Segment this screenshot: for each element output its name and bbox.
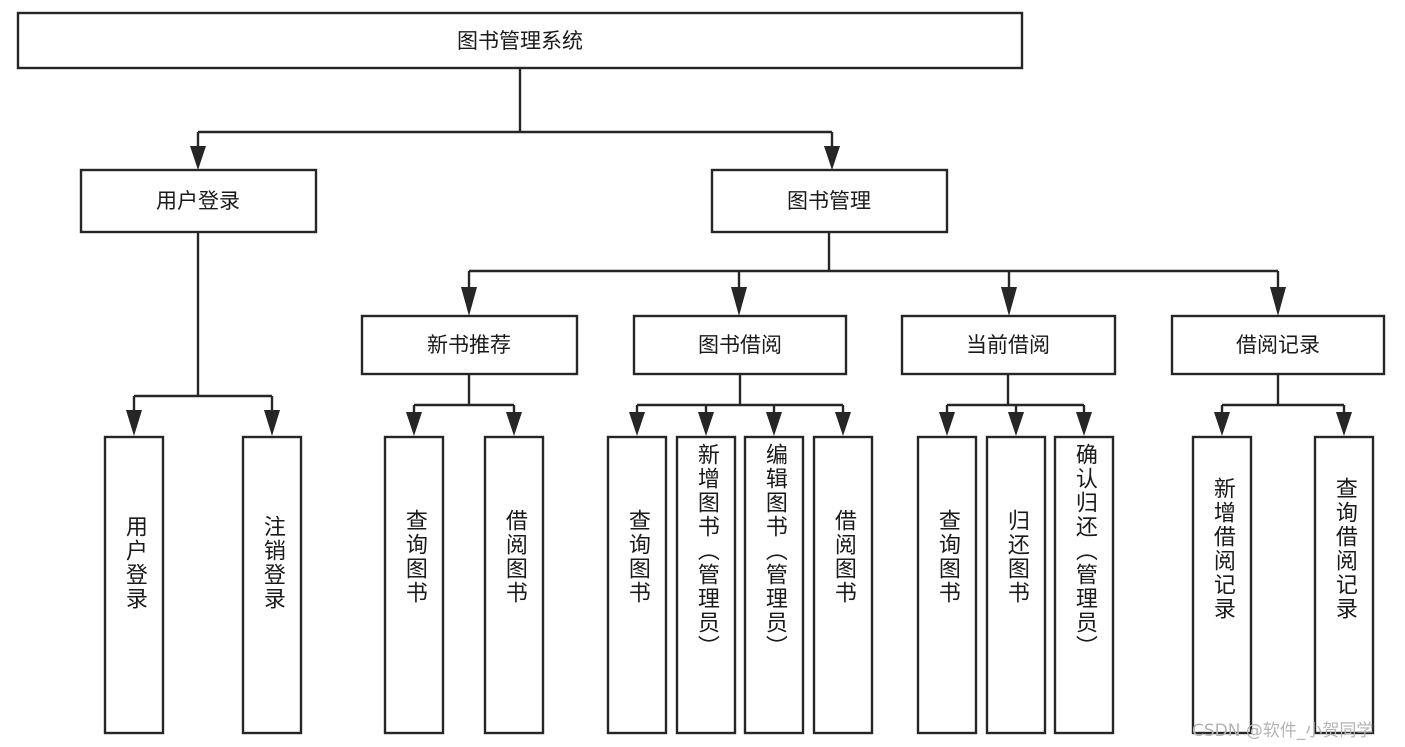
user-login-label: 用户登录 (156, 189, 240, 213)
connector-borrow-record-to-leaves (1214, 374, 1352, 436)
arrow-to-book-manage (824, 146, 840, 170)
arrow-to-leaf-add-record (1214, 412, 1230, 436)
node-root[interactable]: 图书管理系统 (16, 11, 1024, 70)
leaf-box-query-record[interactable] (1313, 435, 1375, 735)
current-borrow-box (900, 314, 1117, 376)
arrow-to-leaf-query-record (1336, 412, 1352, 436)
arrow-to-leaf-user-login (126, 410, 142, 436)
connector-root-to-level2 (190, 68, 840, 170)
arrow-to-user-login (190, 146, 206, 170)
arrow-to-leaf-return-book (1008, 412, 1024, 436)
arrow-to-book-borrow (731, 287, 747, 316)
arrow-to-leaf-borrow-book-2 (835, 412, 851, 436)
leaf-box-add-record[interactable] (1191, 435, 1253, 735)
arrow-to-leaf-confirm-return (1076, 412, 1092, 436)
leaf-box-return-book[interactable] (985, 435, 1047, 735)
arrow-to-new-book-recommend (461, 287, 477, 316)
leaf-box-query-book-2[interactable] (606, 435, 668, 735)
leaf-box-query-book-1[interactable] (383, 435, 445, 735)
leaf-box-confirm-return[interactable] (1053, 435, 1115, 735)
node-book-borrow[interactable]: 图书借阅 (632, 314, 848, 376)
leaf-box-borrow-book-2[interactable] (812, 435, 874, 735)
arrow-to-leaf-query-book-1 (406, 412, 422, 436)
user-login-box (79, 168, 318, 234)
borrow-record-label: 借阅记录 (1236, 333, 1320, 357)
book-manage-label: 图书管理 (787, 189, 871, 213)
leaf-box-borrow-book-1[interactable] (483, 435, 545, 735)
leaf-box-user-login[interactable] (103, 435, 165, 735)
arrow-to-leaf-borrow-book-1 (506, 412, 522, 436)
arrow-to-leaf-logout-login (264, 410, 280, 436)
arrow-to-leaf-add-book (698, 412, 714, 436)
leaf-box-query-book-3[interactable] (916, 435, 978, 735)
node-current-borrow[interactable]: 当前借阅 (900, 314, 1117, 376)
node-borrow-record[interactable]: 借阅记录 (1170, 314, 1386, 376)
arrow-to-borrow-record (1270, 287, 1286, 316)
connector-new-book-recommend-to-leaves (406, 374, 522, 436)
node-user-login[interactable]: 用户登录 (79, 168, 318, 234)
arrow-to-leaf-query-book-3 (939, 412, 955, 436)
connector-book-manage-to-level3 (461, 232, 1286, 316)
root-box (16, 11, 1024, 70)
node-new-book-recommend[interactable]: 新书推荐 (360, 314, 579, 376)
connector-book-borrow-to-leaves (629, 374, 851, 436)
leaf-box-add-book[interactable] (675, 435, 737, 735)
connector-user-login-to-leaves (126, 232, 280, 436)
arrow-to-leaf-query-book-2 (629, 412, 645, 436)
current-borrow-label: 当前借阅 (966, 333, 1050, 357)
leaf-box-edit-book[interactable] (743, 435, 805, 735)
root-label: 图书管理系统 (457, 29, 583, 53)
node-book-manage[interactable]: 图书管理 (710, 168, 949, 234)
arrow-to-current-borrow (1001, 287, 1017, 316)
connector-current-borrow-to-leaves (939, 374, 1092, 436)
leaf-box-logout-login[interactable] (241, 435, 303, 735)
arrow-to-leaf-edit-book (766, 412, 782, 436)
new-book-recommend-box (360, 314, 579, 376)
book-borrow-label: 图书借阅 (698, 333, 782, 357)
new-book-recommend-label: 新书推荐 (427, 333, 511, 357)
